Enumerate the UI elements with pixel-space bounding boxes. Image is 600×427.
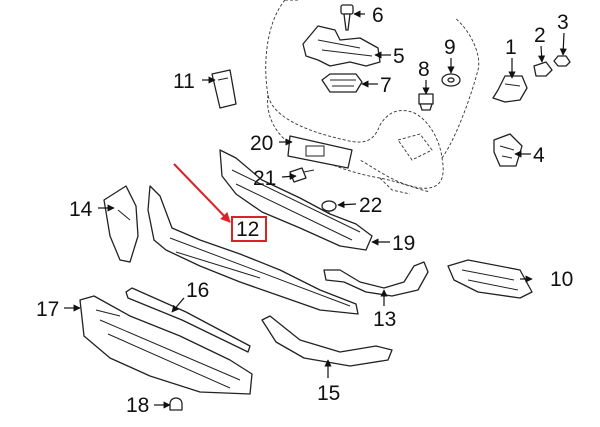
leader-lines xyxy=(64,10,567,409)
callout-13: 13 xyxy=(373,308,396,331)
callout-1: 1 xyxy=(505,36,517,59)
part-18-clip xyxy=(169,397,183,411)
callout-15: 15 xyxy=(317,382,340,405)
callout-5: 5 xyxy=(393,45,405,68)
part-16-trim-strip xyxy=(125,287,251,353)
part-21-bolt xyxy=(289,167,315,183)
part-6-bolt xyxy=(340,4,354,31)
callout-14: 14 xyxy=(69,198,93,221)
part-12-lower-cover xyxy=(147,185,359,315)
part-1-bracket xyxy=(492,75,528,103)
callout-22: 22 xyxy=(359,194,382,217)
part-3-nut xyxy=(553,55,571,67)
callout-10: 10 xyxy=(550,268,573,291)
part-7-bracket xyxy=(321,73,363,93)
part-13-sensor-harness xyxy=(323,261,429,297)
callout-3: 3 xyxy=(557,11,569,34)
part-14-side-panel xyxy=(103,185,139,263)
callout-labels: 6 5 7 8 9 1 2 3 4 11 20 21 22 12 19 14 1… xyxy=(36,4,573,417)
callout-19: 19 xyxy=(392,232,415,255)
callout-20: 20 xyxy=(250,132,273,155)
part-5-bracket xyxy=(302,25,381,67)
part-2-bolt xyxy=(533,61,553,77)
callout-6: 6 xyxy=(372,4,384,27)
callout-12: 12 xyxy=(236,218,259,241)
part-15-trim xyxy=(261,315,393,367)
part-12-highlight xyxy=(173,163,267,242)
part-19-absorber xyxy=(219,149,373,251)
part-11-reflector xyxy=(211,69,237,109)
part-4-bracket xyxy=(493,133,523,167)
part-9-washer xyxy=(441,73,461,87)
part-20-plate-bracket xyxy=(287,135,353,169)
part-10-fog-cover xyxy=(447,259,533,299)
callout-7: 7 xyxy=(380,74,392,97)
callout-2: 2 xyxy=(534,24,546,47)
part-22-clip xyxy=(321,200,337,216)
callout-4: 4 xyxy=(533,144,545,167)
callout-9: 9 xyxy=(444,36,456,59)
callout-18: 18 xyxy=(126,394,149,417)
callout-11: 11 xyxy=(173,70,195,93)
callout-8: 8 xyxy=(418,58,430,81)
bumper-cover-outline xyxy=(265,0,480,195)
callout-16: 16 xyxy=(186,279,209,302)
callout-17: 17 xyxy=(36,298,59,321)
callout-21: 21 xyxy=(253,167,276,190)
part-17-undertray xyxy=(79,295,253,395)
